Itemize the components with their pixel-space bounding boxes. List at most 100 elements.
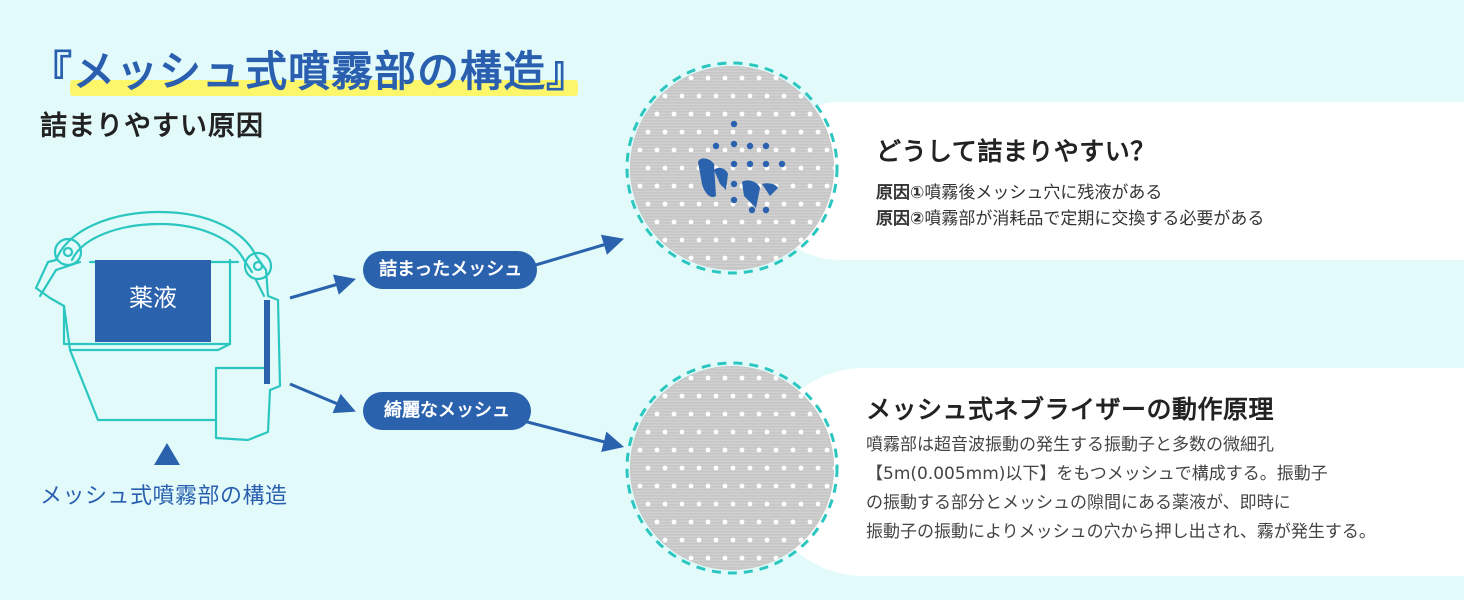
mesh-hole [824, 147, 830, 153]
mesh-hole [679, 165, 685, 171]
mesh-hole [730, 237, 736, 243]
mesh-hole [662, 501, 668, 507]
principle-line-1: 噴霧部は超音波振動の発生する振動子と多数の微細孔 [866, 435, 1274, 455]
mesh-hole [679, 465, 685, 471]
mesh-hole [773, 447, 779, 453]
mesh-hole [798, 501, 804, 507]
mesh-hole [679, 201, 685, 207]
mesh-hole [679, 537, 685, 543]
mesh-hole [705, 447, 711, 453]
mesh-hole [696, 237, 702, 243]
mesh-hole [764, 465, 770, 471]
mesh-hole [773, 483, 779, 489]
mesh-hole [773, 555, 779, 561]
mesh-hole [662, 393, 668, 399]
mesh-hole [747, 429, 753, 435]
mesh-hole [696, 465, 702, 471]
mesh-hole [722, 219, 728, 225]
mesh-hole [679, 237, 685, 243]
mesh-hole [756, 255, 762, 261]
mesh-hole [671, 483, 677, 489]
mesh-hole [671, 519, 677, 525]
clogged-hole [730, 196, 738, 204]
mesh-hole [773, 411, 779, 417]
mesh-hole [722, 255, 728, 261]
mesh-hole [790, 483, 796, 489]
mesh-hole [756, 483, 762, 489]
mesh-hole [688, 411, 694, 417]
mesh-hole [730, 129, 736, 135]
mesh-hole [722, 519, 728, 525]
mesh-hole [671, 447, 677, 453]
page-subtitle: 詰まりやすい原因 [40, 111, 264, 142]
mesh-hole [645, 429, 651, 435]
mesh-plate [264, 300, 270, 384]
clogged-hole [712, 142, 720, 150]
mesh-hole [688, 555, 694, 561]
mesh-hole [705, 375, 711, 381]
mesh-hole [696, 501, 702, 507]
mesh-hole [713, 201, 719, 207]
reason-1-label: 原因① [876, 183, 925, 203]
mesh-hole [815, 129, 821, 135]
mesh-hole [688, 447, 694, 453]
mesh-hole [790, 519, 796, 525]
mesh-hole [773, 255, 779, 261]
diagram-caption: メッシュ式噴霧部の構造 [40, 484, 288, 509]
residue-blot [762, 183, 778, 196]
mesh-hole [730, 465, 736, 471]
mesh-hole [807, 519, 813, 525]
mesh-hole [705, 147, 711, 153]
mesh-hole [722, 483, 728, 489]
mesh-hole [696, 129, 702, 135]
mesh-hole [798, 429, 804, 435]
mesh-hole [713, 93, 719, 99]
mesh-hole [756, 375, 762, 381]
mesh-hole [807, 447, 813, 453]
mesh-hole [798, 537, 804, 543]
clogged-hole [746, 160, 754, 168]
title-highlight [70, 80, 578, 96]
mesh-hole [798, 393, 804, 399]
mesh-hole [764, 429, 770, 435]
mesh-hole [722, 111, 728, 117]
mesh-hole [688, 183, 694, 189]
mesh-hole [679, 501, 685, 507]
mesh-hole [824, 483, 830, 489]
mesh-hole [696, 429, 702, 435]
mesh-hole [807, 411, 813, 417]
clogged-hole [730, 140, 738, 148]
mesh-hole [662, 201, 668, 207]
mesh-hole [671, 183, 677, 189]
mesh-hole [832, 165, 834, 171]
mesh-hole [764, 129, 770, 135]
reason-2-text: 噴霧部が消耗品で定期に交換する必要がある [924, 209, 1265, 229]
arrow-to-clean-mesh [511, 416, 625, 452]
mesh-hole [764, 537, 770, 543]
mesh-hole [807, 483, 813, 489]
mesh-hole [815, 165, 821, 171]
clogged-mesh-closeup [630, 66, 834, 270]
mesh-hole [688, 375, 694, 381]
mesh-hole [696, 393, 702, 399]
mesh-hole [739, 375, 745, 381]
mesh-hole [722, 375, 728, 381]
mesh-hole [747, 501, 753, 507]
mesh-hole [756, 219, 762, 225]
mesh-hole [730, 93, 736, 99]
principle-paragraph: 噴霧部は超音波振動の発生する振動子と多数の微細孔 【5m(0.005mm)以下】… [866, 431, 1376, 547]
page-title: 『メッシュ式噴霧部の構造』 [30, 47, 590, 96]
mesh-hole [705, 519, 711, 525]
mesh-hole [815, 429, 821, 435]
mesh-hole [739, 147, 745, 153]
mesh-hole [654, 483, 660, 489]
mesh-hole [696, 201, 702, 207]
mesh-hole [705, 111, 711, 117]
mesh-hole [722, 555, 728, 561]
mesh-hole [722, 147, 728, 153]
mesh-hole [764, 393, 770, 399]
mesh-hole [756, 411, 762, 417]
mesh-hole [824, 447, 830, 453]
mesh-hole [773, 219, 779, 225]
residue-blot [698, 158, 716, 198]
